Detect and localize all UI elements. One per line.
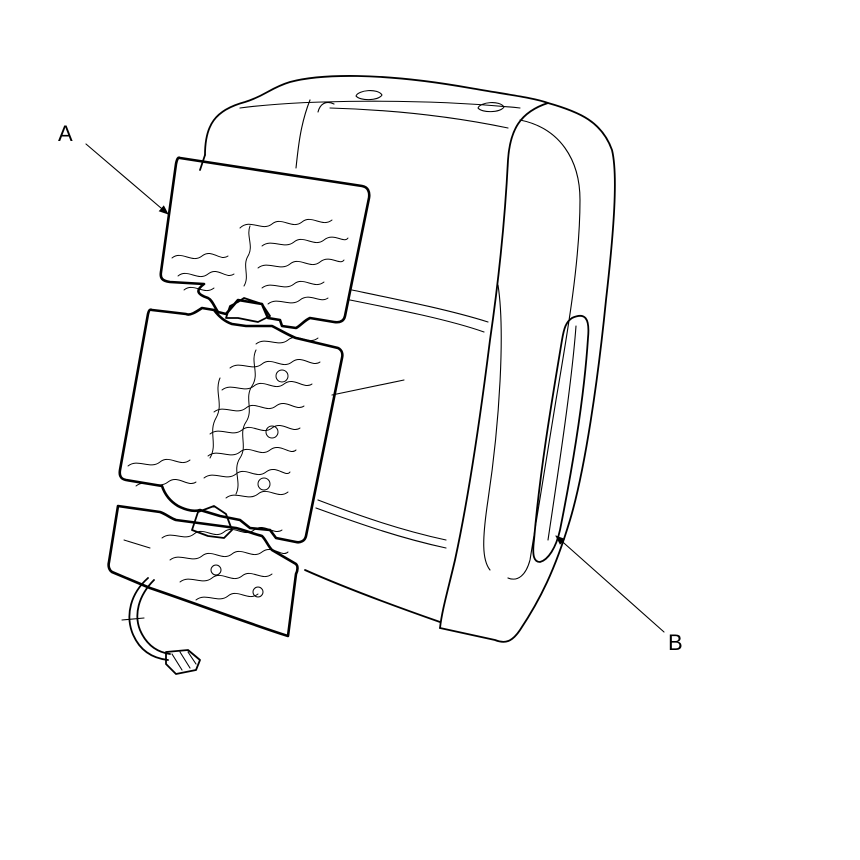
heater-wires [123,218,349,601]
seat-back-center-top [329,107,509,129]
heater-upper-panel [159,156,371,330]
callout-b-label: B [668,630,683,655]
callout-b: B [555,535,683,655]
side-pocket-inner [547,325,577,541]
callout-a-arrow [85,143,169,215]
seat-back-top-crease [317,101,335,113]
right-bolster-inner-seam [507,119,581,580]
side-pocket [532,314,590,563]
right-bolster-front-edge [439,102,549,629]
heater-tab-lower [191,505,233,539]
heater-lower-panel [107,504,299,638]
heater-connector-icon [165,649,201,675]
callout-b-arrow [555,535,665,633]
headrest-guide-left [355,90,383,101]
center-panel-bottom-seam-2 [315,507,447,549]
center-reference-line [331,379,405,396]
seat-back-outline [204,75,616,643]
heater-harness-wire [128,577,169,661]
seat-back [199,75,616,643]
center-panel-top-seam [351,289,489,323]
seat-back-bottom-edge [304,569,441,623]
headrest-guide-right [477,102,505,113]
center-panel-bottom-seam [317,499,447,541]
heater-harness-wire-2 [136,579,171,655]
seat-back-left-crease [295,99,311,169]
heater-tab-upper [225,297,271,323]
callout-a-label: A [58,121,73,146]
right-bolster-seam-2 [483,284,502,571]
callout-a: A [58,121,169,215]
seat-heater-element [107,156,371,675]
harness-wire-break [121,617,145,621]
center-panel-top-seam-2 [349,299,485,333]
heater-middle-panel [118,306,344,544]
